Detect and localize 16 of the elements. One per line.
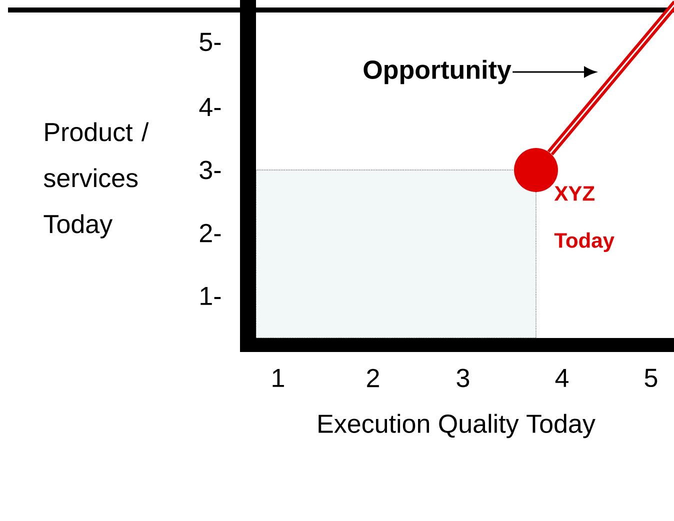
tick-label: 1- bbox=[200, 287, 221, 305]
tick-label: 2 bbox=[367, 368, 379, 388]
axis-title: Product / services Today bbox=[44, 122, 149, 238]
point-label: XYZ Today bbox=[554, 186, 614, 252]
trend-line bbox=[547, 0, 674, 156]
tick-label: 3- bbox=[200, 160, 221, 180]
tick-label: 3 bbox=[456, 368, 470, 388]
annotation-label: Opportunity bbox=[364, 60, 512, 84]
axis-title: Execution Quality Today bbox=[318, 414, 596, 438]
tick-label: 5 bbox=[644, 368, 658, 388]
tick-label: 1 bbox=[272, 369, 284, 387]
tick-label: 4 bbox=[555, 369, 568, 387]
tick-label: 4- bbox=[199, 98, 221, 116]
tick-label: 2- bbox=[200, 224, 221, 242]
arrow bbox=[512, 66, 596, 78]
tick-label: 5- bbox=[200, 32, 221, 52]
